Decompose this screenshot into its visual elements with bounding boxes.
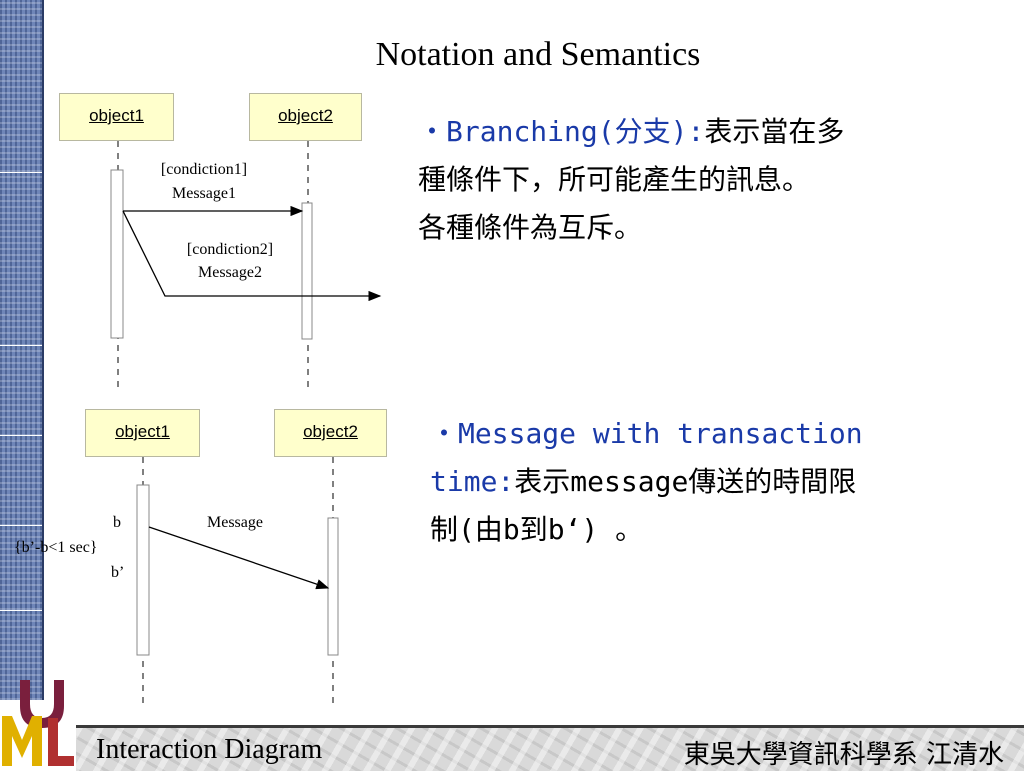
- left-decorative-stripe: [0, 0, 44, 700]
- bullet1-text: ・Branching(分支):表示當在多 種條件下，所可能產生的訊息。 各種條件…: [418, 108, 844, 252]
- bullet1-term: Branching(分支):: [446, 115, 705, 148]
- msg1-label: Message1: [172, 185, 236, 202]
- footer-author: 東吳大學資訊科學系 江清水: [683, 740, 1004, 770]
- bullet1-line2: 種條件下，所可能產生的訊息。: [418, 163, 811, 196]
- footer-title: Interaction Diagram: [96, 734, 323, 765]
- label-b-prime: b’: [111, 564, 125, 581]
- msg2-condition: [condiction2]: [186, 241, 274, 258]
- diagram2-object1: object1: [85, 409, 200, 457]
- diagram2-object2: object2: [274, 409, 387, 457]
- bullet1-marker: ・: [418, 115, 447, 148]
- bullet1-line1: 表示當在多: [704, 115, 845, 148]
- diagram1-object1: object1: [59, 93, 174, 141]
- activation2-object2: [327, 517, 339, 656]
- label-b: b: [113, 514, 121, 531]
- bullet2-line2: 表示message傳送的時間限: [514, 465, 857, 498]
- diagram1-object2: object2: [249, 93, 362, 141]
- object2-label: object2: [303, 422, 358, 441]
- activation2-object1: [136, 484, 150, 656]
- slide-title: Notation and Semantics: [375, 36, 701, 73]
- bullet2-text: ・Message with transaction time:表示message…: [430, 410, 863, 554]
- bullet2-term: Message with transaction: [458, 417, 863, 450]
- object1-label: object1: [89, 106, 144, 125]
- object1-label: object1: [115, 422, 170, 441]
- uml-logo-icon: [2, 680, 74, 766]
- bullet1-line3: 各種條件為互斥。: [418, 211, 643, 244]
- bullet2-term-cont: time:: [430, 465, 515, 498]
- timed-message-label: Message: [207, 514, 263, 531]
- activation-object2: [301, 202, 313, 340]
- msg1-condition: [condiction1]: [160, 161, 248, 178]
- object2-label: object2: [278, 106, 333, 125]
- msg2-label: Message2: [198, 264, 262, 281]
- activation-object1: [110, 169, 124, 339]
- time-constraint: {b’-b<1 sec}: [14, 539, 98, 556]
- message-timed-arrow: [148, 526, 330, 590]
- bullet2-marker: ・: [430, 417, 459, 450]
- bullet2-line3: 制(由b到b‘) 。: [430, 513, 644, 546]
- footer-bar: Interaction Diagram 東吳大學資訊科學系 江清水: [76, 725, 1024, 771]
